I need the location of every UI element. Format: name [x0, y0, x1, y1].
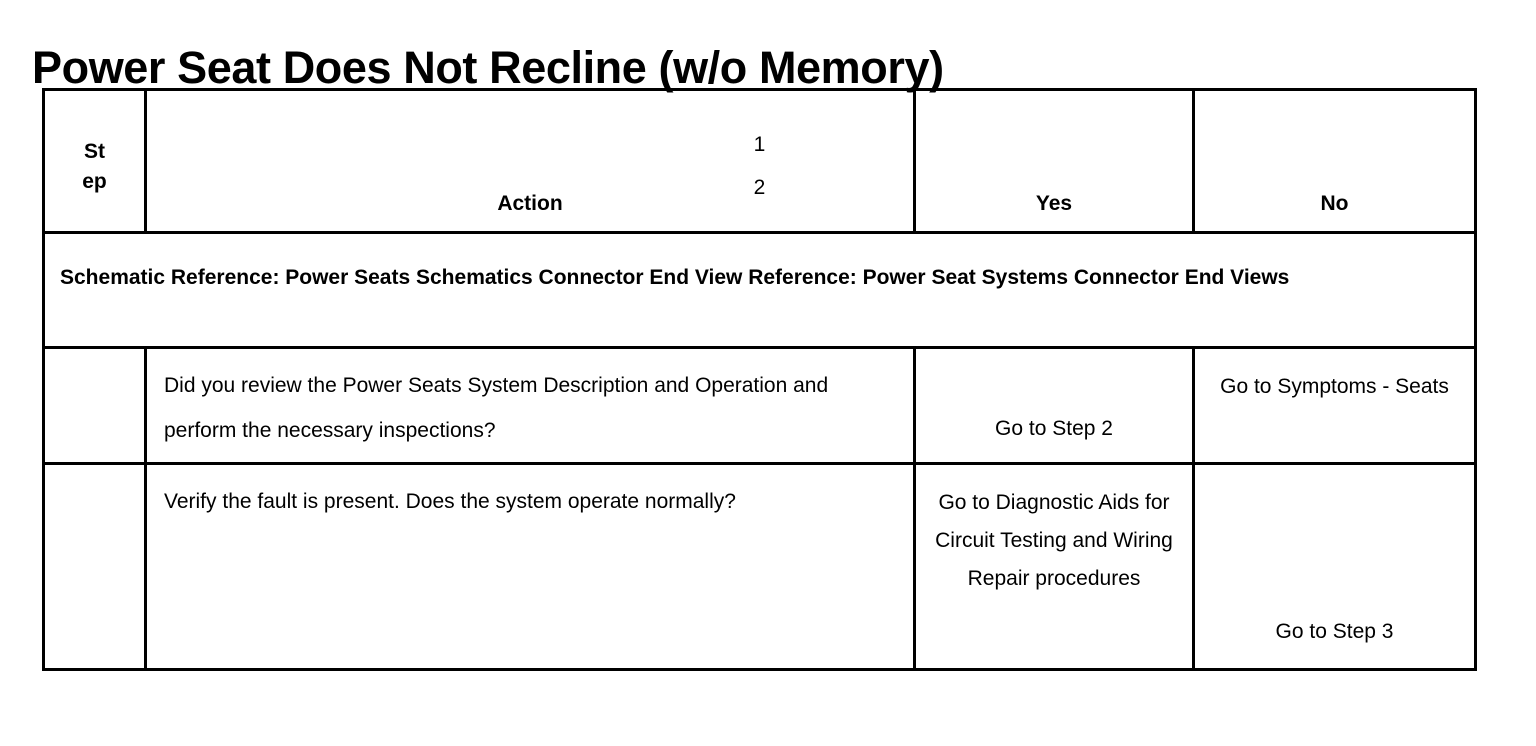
header-cell-yes: Yes	[913, 88, 1195, 234]
action-cell: Did you review the Power Seats System De…	[144, 346, 916, 465]
schematic-reference-row: Schematic Reference: Power Seats Schemat…	[42, 231, 1477, 349]
yes-branch-cell: Go to Step 2	[913, 346, 1195, 465]
header-label-no: No	[1320, 192, 1349, 215]
yes-branch-text: Go to Diagnostic Aids for Circuit Testin…	[935, 491, 1173, 590]
header-label-yes: Yes	[1035, 192, 1073, 215]
step-number-cell: 2	[42, 176, 765, 671]
table-row: 1 Did you review the Power Seats System …	[42, 133, 1477, 465]
step-number: 2	[753, 175, 766, 199]
page-title: Power Seat Does Not Recline (w/o Memory)	[32, 42, 944, 94]
step-number-cell: 1	[42, 133, 765, 465]
no-branch-cell: Go to Symptoms - Seats	[1192, 346, 1477, 465]
step-number: 1	[753, 132, 766, 156]
header-label-action: Action	[497, 192, 563, 215]
yes-branch-cell: Go to Diagnostic Aids for Circuit Testin…	[913, 462, 1195, 671]
header-cell-action: Action	[144, 88, 916, 234]
no-branch-cell: Go to Step 3	[1192, 462, 1477, 671]
action-cell: Verify the fault is present. Does the sy…	[144, 462, 916, 671]
schematic-reference-cell: Schematic Reference: Power Seats Schemat…	[42, 231, 1477, 349]
no-branch-text: Go to Step 3	[1275, 620, 1394, 643]
header-cell-no: No	[1192, 88, 1477, 234]
action-text: Verify the fault is present. Does the sy…	[164, 490, 736, 513]
action-text: Did you review the Power Seats System De…	[164, 374, 829, 442]
yes-branch-text: Go to Step 2	[995, 417, 1113, 440]
no-branch-text: Go to Symptoms - Seats	[1220, 375, 1449, 398]
table-row: 2 Verify the fault is present. Does the …	[42, 176, 1477, 671]
schematic-reference-text: Schematic Reference: Power Seats Schemat…	[60, 266, 1290, 289]
